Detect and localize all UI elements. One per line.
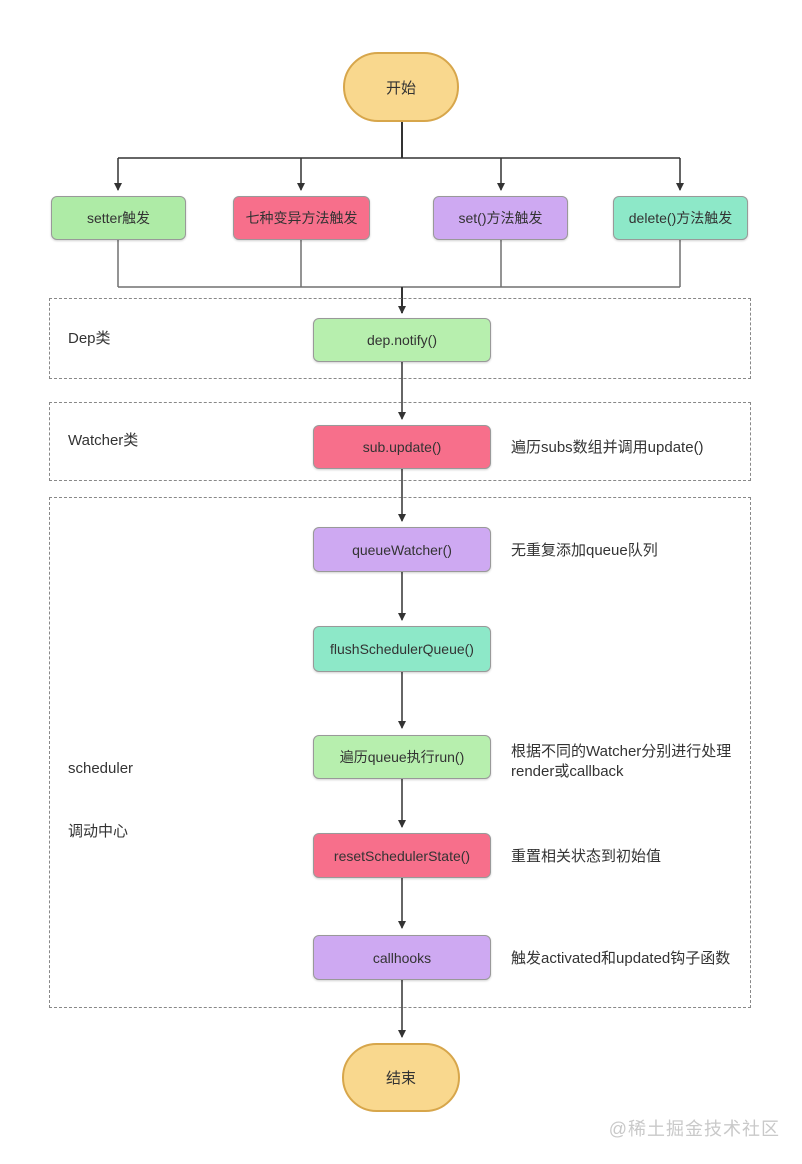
group-scheduler-label-line1: scheduler: [68, 760, 134, 777]
group-dep-class-label: Dep类: [68, 330, 111, 347]
start-node: 开始: [343, 52, 459, 122]
node-flush-scheduler-queue: flushSchedulerQueue(): [313, 626, 491, 672]
annotation-callhooks: 触发activated和updated钩子函数: [511, 950, 731, 967]
node-dep-notify-label: dep.notify(): [366, 332, 438, 348]
node-reset-scheduler-state-label: resetSchedulerState(): [333, 847, 471, 864]
node-flush-scheduler-queue-label: flushSchedulerQueue(): [330, 641, 474, 657]
end-node: 结束: [342, 1043, 460, 1112]
annotation-queue-watcher: 无重复添加queue队列: [511, 542, 658, 559]
node-dep-notify: dep.notify(): [313, 318, 491, 362]
annotation-reset-scheduler-state: 重置相关状态到初始值: [511, 848, 662, 865]
group-watcher-class: [49, 402, 751, 481]
node-sub-update-label: sub.update(): [362, 439, 442, 455]
node-reset-scheduler-state: resetSchedulerState(): [313, 833, 491, 878]
node-queue-watcher: queueWatcher(): [313, 527, 491, 572]
node-run-queue-label: 遍历queue执行run(): [339, 749, 465, 765]
node-mutation-methods-trigger-label: 七种变异方法触发: [245, 210, 358, 226]
annotation-run-queue-line1: 根据不同的Watcher分别进行处理: [511, 743, 732, 760]
node-queue-watcher-label: queueWatcher(): [352, 541, 452, 558]
annotation-sub-update: 遍历subs数组并调用update(): [511, 439, 704, 456]
node-callhooks-label: callhooks: [372, 949, 432, 966]
group-scheduler-label-line2: 调动中心: [68, 823, 129, 840]
end-node-label: 结束: [385, 1070, 416, 1087]
group-scheduler: [49, 497, 751, 1008]
annotation-run-queue-line2: render或callback: [511, 763, 624, 780]
group-dep-class: [49, 298, 751, 379]
annotation-run-queue: 根据不同的Watcher分别进行处理 render或callback: [511, 742, 731, 782]
node-set-method-trigger: set()方法触发: [433, 196, 568, 240]
node-delete-method-trigger-label: delete()方法触发: [628, 210, 733, 226]
node-setter-trigger: setter触发: [51, 196, 186, 240]
node-sub-update: sub.update(): [313, 425, 491, 469]
node-mutation-methods-trigger: 七种变异方法触发: [233, 196, 370, 240]
node-delete-method-trigger: delete()方法触发: [613, 196, 748, 240]
node-run-queue: 遍历queue执行run(): [313, 735, 491, 779]
group-watcher-class-label: Watcher类: [68, 432, 139, 449]
node-callhooks: callhooks: [313, 935, 491, 980]
start-node-label: 开始: [385, 79, 416, 97]
group-scheduler-label: scheduler 调动中心: [68, 716, 133, 884]
node-set-method-trigger-label: set()方法触发: [458, 210, 543, 226]
watermark: @稀土掘金技术社区: [608, 1119, 780, 1139]
node-setter-trigger-label: setter触发: [86, 210, 150, 226]
